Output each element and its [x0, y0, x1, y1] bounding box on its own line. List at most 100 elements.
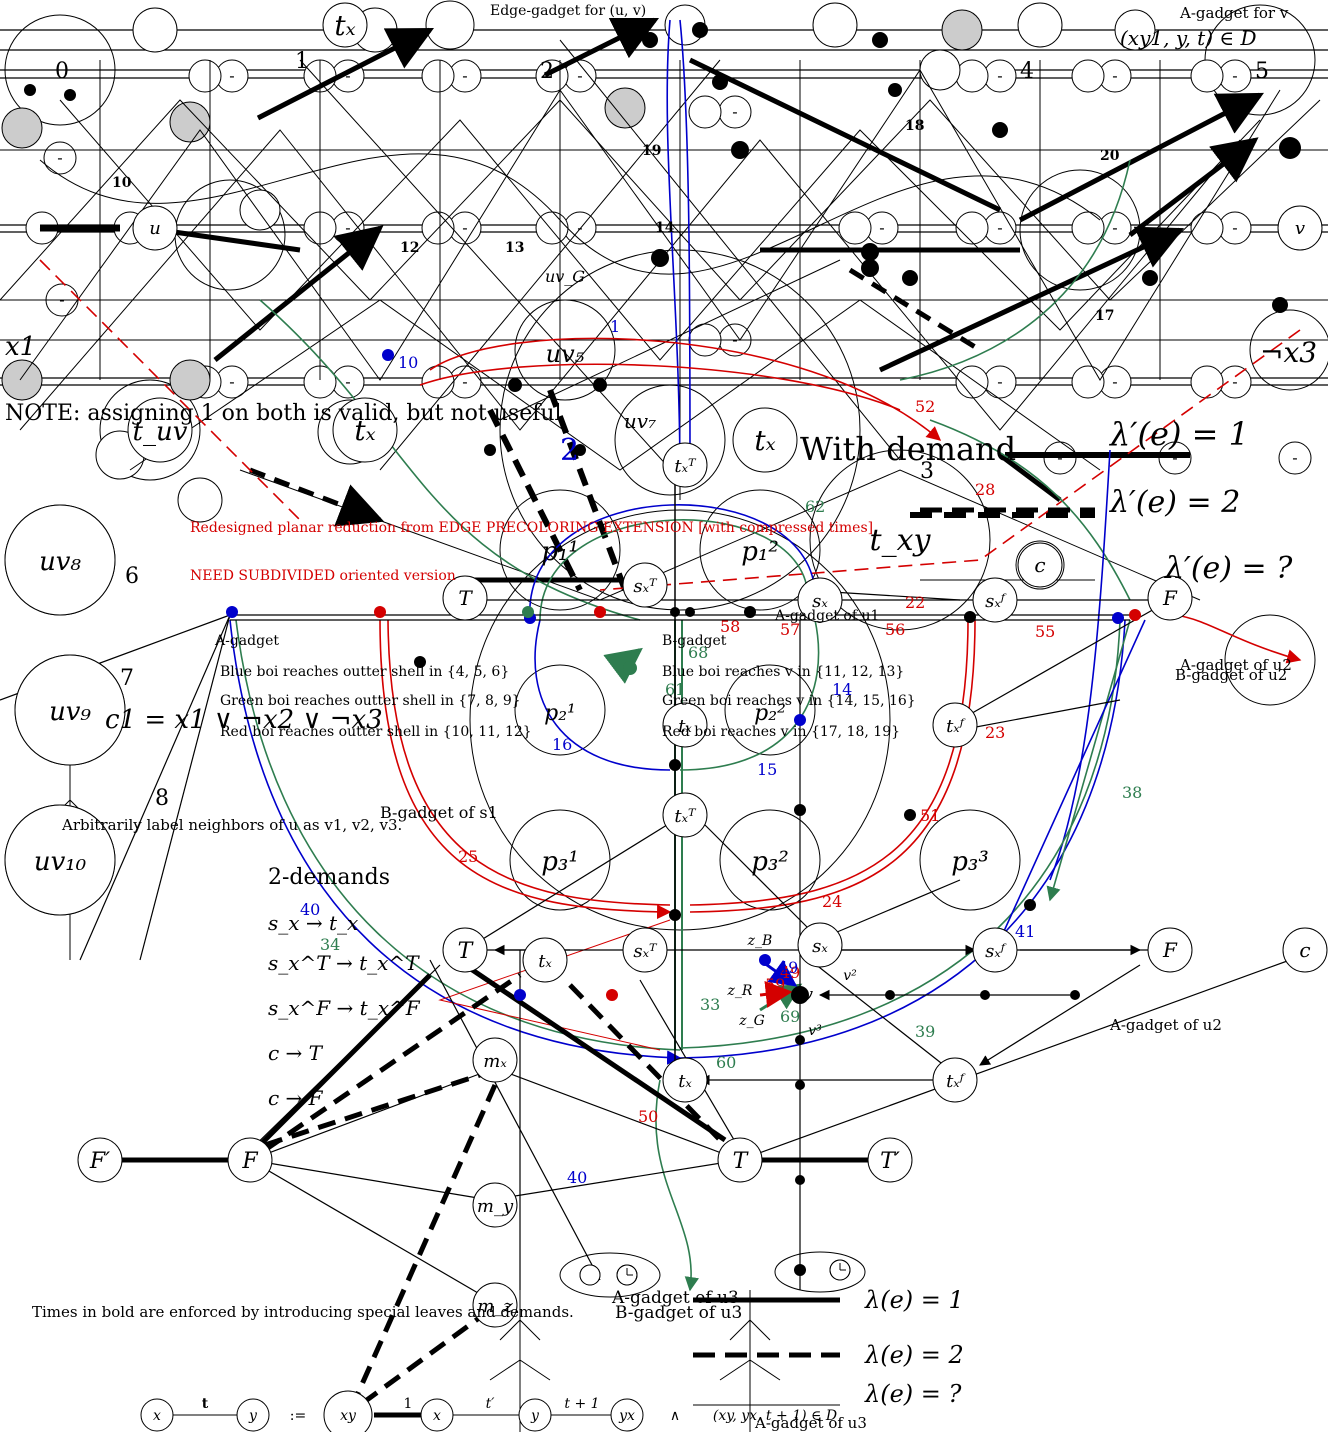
label-txF-low: tₓᶠ [946, 1071, 966, 1092]
legend-lines [693, 507, 1095, 1406]
node-x2-bot [420, 1398, 454, 1432]
label-p21: p₂¹ [544, 701, 576, 726]
node-tx-low [662, 1057, 708, 1103]
note-times: Times in bold are enforced by introducin… [32, 1303, 574, 1321]
svg-text:-: - [462, 372, 467, 391]
svg-text:-: - [577, 66, 582, 85]
label-txF-upper: tₓᶠ [946, 716, 966, 737]
svg-text:49: 49 [780, 963, 800, 982]
caption-a-u1: A-gadget of u1 [774, 608, 879, 624]
top-thin-edges [0, 39, 1328, 601]
core-logic-edges [100, 962, 870, 1408]
label-uv9: uv₉ [49, 697, 91, 727]
svg-text:-: - [577, 218, 582, 237]
label-tuv: t_uv [133, 417, 188, 447]
def-tplus1: t + 1 [564, 1396, 599, 1412]
label-mx: mₓ [483, 1051, 507, 1072]
node-F-mid [1147, 927, 1193, 973]
caption-a-u2-right: A-gadget of u2 [1179, 656, 1292, 674]
caption-b-s1: B-gadget of s1 [380, 803, 498, 822]
svg-text:-: - [345, 218, 350, 237]
node-tx-upper [662, 702, 708, 748]
node-xy-bot [323, 1390, 373, 1432]
svg-text:6: 6 [125, 564, 139, 589]
label-F-bottom: F [241, 1149, 258, 1174]
label-sxT-upper: sₓᵀ [633, 576, 658, 597]
label-zR: z_R [727, 983, 753, 999]
node-T-bottom [717, 1137, 763, 1183]
label-T-upper: T [458, 586, 473, 610]
svg-text:50: 50 [638, 1107, 658, 1126]
label-uv10: uv₁₀ [34, 847, 87, 877]
label-tx-mid: tₓ [538, 951, 552, 972]
note-arbitrary: Arbitrarily label neighbors of u as v1, … [61, 816, 402, 834]
shell-colored-curves [229, 504, 1302, 1292]
node-tx-left [332, 397, 398, 463]
svg-text:-: - [345, 66, 350, 85]
note-assign: NOTE: assigning 1 on both is valid, but … [5, 401, 562, 426]
def-y2: y [530, 1408, 540, 1424]
svg-text:-: - [879, 218, 884, 237]
label-zG: z_G [738, 1013, 765, 1029]
def-one: 1 [404, 1396, 413, 1412]
boi-left-2: Green boi reaches outter shell in {7, 8,… [220, 693, 521, 709]
svg-text:41: 41 [1015, 922, 1035, 941]
label-sx-mid: sₓ [812, 936, 828, 957]
label-tx-low: tₓ [678, 1071, 692, 1092]
label-p12: p₁² [741, 537, 779, 567]
label-v-center: v [803, 984, 813, 1005]
boi-right-2: Green boi reaches v in {14, 15, 16} [662, 693, 916, 709]
svg-text:61: 61 [665, 680, 685, 699]
svg-text:19: 19 [642, 143, 661, 159]
label-mz: m_z [477, 1296, 513, 1317]
label-p33: p₃³ [951, 847, 989, 877]
node-tx-top [322, 2, 368, 48]
node-clock [579, 1264, 601, 1286]
node-c-upper [1017, 542, 1063, 588]
node-txT-upper [662, 442, 708, 488]
label-uv7: uv₇ [624, 409, 656, 433]
def-t: t [202, 1396, 209, 1412]
svg-text:14: 14 [832, 680, 852, 699]
legend-label-2: λ(e) = 2 [864, 1341, 964, 1369]
label-txy: t_xy [870, 523, 932, 558]
subtitle: NEED SUBDIVIDED oriented version [190, 568, 456, 584]
svg-text:40: 40 [300, 900, 320, 919]
node-tx-mid [522, 937, 568, 983]
node-tx-right [732, 407, 798, 473]
node-sxT-mid [622, 927, 668, 973]
numbers-blue: 1 2 10 14 15 16 40 41 49 40 [300, 317, 1035, 1187]
svg-text:-: - [997, 372, 1002, 391]
svg-text:-: - [229, 372, 234, 391]
label-tx-upper: tₓ [678, 716, 692, 737]
label-sx-upper: sₓ [812, 591, 828, 612]
def-xy: xy [340, 1408, 357, 1424]
node-txT-mid [662, 792, 708, 838]
node-uv8 [4, 504, 116, 616]
label-sxF-upper: sₓᶠ [985, 591, 1007, 612]
node-x-bot [140, 1398, 174, 1432]
node-F-bottom [227, 1137, 273, 1183]
node-u-left [132, 205, 178, 251]
svg-text:17: 17 [1095, 308, 1114, 324]
node-txF-low [932, 1057, 978, 1103]
node-T-upper [442, 575, 488, 621]
caption-a-u2-low: A-gadget of u2 [1109, 1016, 1222, 1034]
label-T-bottom: T [733, 1149, 750, 1174]
node-sxT-upper [622, 562, 668, 608]
svg-text:-: - [462, 218, 467, 237]
numbers-black: 0 1 2 3 4 5 6 7 8 10 12 13 14 17 18 19 2… [55, 49, 1269, 811]
svg-text:23: 23 [985, 723, 1005, 742]
label-sxF-mid: sₓᶠ [985, 941, 1007, 962]
svg-text:5: 5 [1255, 59, 1269, 84]
svg-text:25: 25 [458, 847, 478, 866]
core-node-labels: F′ F T T′ mₓ m_y m_z T tₓ sₓᵀ sₓ sₓᶠ F c… [34, 9, 1311, 1317]
label-p31: p₃¹ [541, 847, 579, 877]
svg-text:49: 49 [778, 958, 798, 977]
caption-a-u3-bottom: A-gadget of u3 [754, 1414, 867, 1432]
legend-label-1: λ(e) = 1 [864, 1286, 964, 1314]
svg-text:1: 1 [295, 49, 309, 74]
demands-heading: 2-demands [268, 865, 390, 890]
svg-text:-: - [57, 148, 62, 167]
demand-2: s_x^T → t_x^T [268, 951, 420, 975]
